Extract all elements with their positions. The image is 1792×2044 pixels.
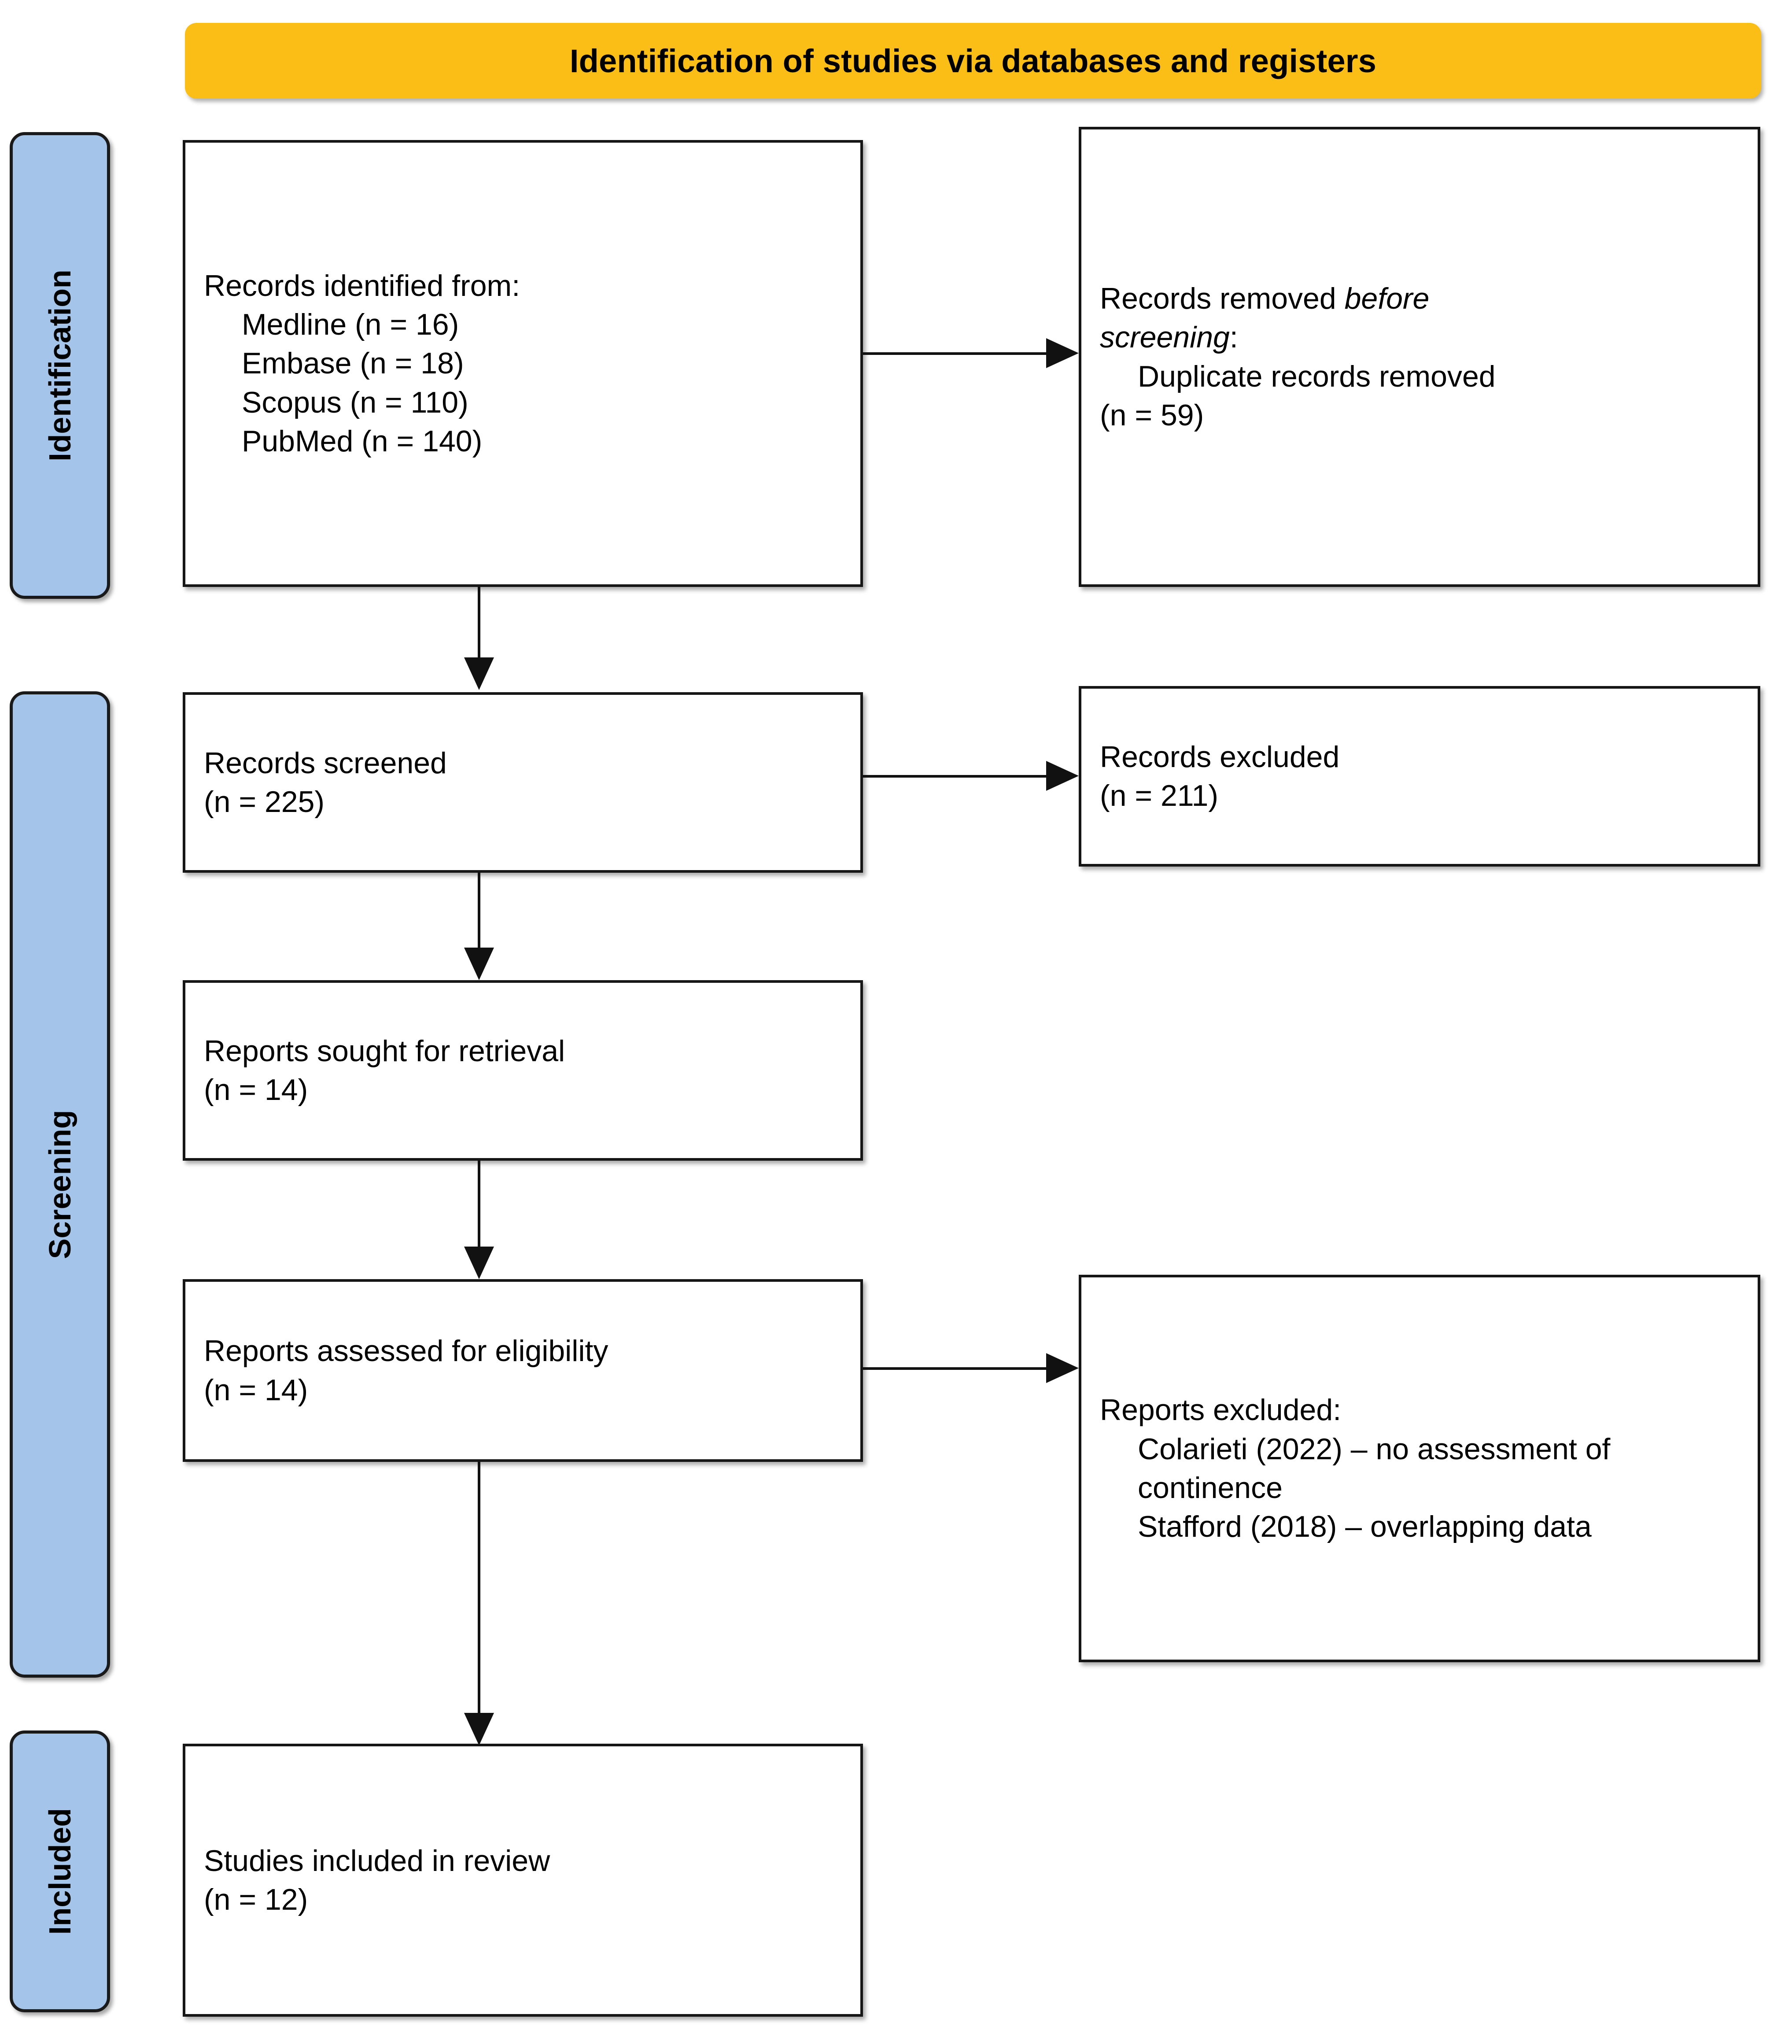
- node-records-identified: Records identified from: Medline (n = 16…: [183, 140, 863, 587]
- node-records-excluded: Records excluded (n = 211): [1079, 686, 1760, 867]
- arrow-right-icon-to-reports-excluded: [1046, 1353, 1079, 1383]
- arrow-down-icon-to-assessed: [464, 1247, 494, 1279]
- studies-included-count: (n = 12): [204, 1883, 308, 1916]
- reports-excluded-reason-colarieti: Colarieti (2022) – no assessment of cont…: [1138, 1432, 1611, 1505]
- records-removed-second-italic: screening: [1100, 321, 1230, 354]
- records-removed-lead: Records removed: [1100, 281, 1345, 315]
- stage-label-included-text: Included: [43, 1808, 77, 1935]
- node-reports-excluded: Reports excluded: Colarieti (2022) – no …: [1079, 1275, 1760, 1662]
- reports-sought-count: (n = 14): [204, 1073, 308, 1107]
- connector-sought-to-assessed: [478, 1161, 480, 1247]
- arrow-down-icon-to-sought: [464, 948, 494, 980]
- reports-excluded-title: Reports excluded:: [1100, 1393, 1342, 1427]
- records-removed-line-2: screening:: [1100, 318, 1739, 357]
- arrow-down-icon-to-screened: [464, 657, 494, 690]
- reports-sought-label: Reports sought for retrieval: [204, 1034, 565, 1068]
- records-identified-item-pubmed: PubMed (n = 140): [242, 424, 483, 458]
- studies-included-label: Studies included in review: [204, 1844, 550, 1878]
- records-removed-item-count: (n = 59): [1100, 398, 1204, 432]
- records-excluded-label: Records excluded: [1100, 740, 1340, 774]
- reports-assessed-count: (n = 14): [204, 1373, 308, 1407]
- reports-excluded-reason-stafford: Stafford (2018) – overlapping data: [1138, 1510, 1592, 1544]
- header-banner: Identification of studies via databases …: [185, 23, 1761, 99]
- node-studies-included-in-review: Studies included in review (n = 12): [183, 1744, 863, 2017]
- node-records-screened: Records screened (n = 225): [183, 692, 863, 873]
- stage-label-identification-text: Identification: [43, 269, 77, 461]
- records-removed-line-1: Records removed before: [1100, 279, 1739, 318]
- records-removed-second-tail: :: [1229, 321, 1238, 354]
- stage-label-screening: Screening: [10, 691, 110, 1678]
- reports-assessed-label: Reports assessed for eligibility: [204, 1334, 608, 1368]
- connector-assessed-to-reports-excluded: [863, 1367, 1048, 1370]
- records-removed-item-duplicates: Duplicate records removed: [1138, 359, 1496, 393]
- arrow-right-icon-to-records-excluded: [1046, 761, 1079, 791]
- connector-identified-to-screened: [478, 587, 480, 657]
- stage-label-screening-text: Screening: [43, 1110, 77, 1259]
- connector-assessed-to-included: [478, 1462, 480, 1713]
- stage-label-included: Included: [10, 1730, 110, 2012]
- arrow-down-icon-to-included: [464, 1713, 494, 1745]
- connector-screened-to-sought: [478, 873, 480, 948]
- records-identified-item-scopus: Scopus (n = 110): [242, 385, 468, 419]
- connector-screened-to-records-excluded: [863, 775, 1048, 778]
- connector-identified-to-removed: [863, 352, 1048, 355]
- records-screened-label: Records screened: [204, 746, 447, 780]
- stage-label-identification: Identification: [10, 132, 110, 599]
- records-identified-item-medline: Medline (n = 16): [242, 307, 459, 341]
- records-identified-item-embase: Embase (n = 18): [242, 347, 464, 380]
- node-reports-sought-for-retrieval: Reports sought for retrieval (n = 14): [183, 980, 863, 1161]
- arrow-right-icon-to-removed: [1046, 338, 1079, 368]
- records-identified-title: Records identified from:: [204, 269, 520, 303]
- records-removed-lead-italic: before: [1344, 281, 1430, 315]
- records-excluded-count: (n = 211): [1100, 779, 1219, 812]
- records-screened-count: (n = 225): [204, 785, 325, 819]
- page-title: Identification of studies via databases …: [569, 42, 1377, 79]
- node-records-removed-before-screening: Records removed before screening: Duplic…: [1079, 127, 1760, 587]
- node-reports-assessed-for-eligibility: Reports assessed for eligibility (n = 14…: [183, 1279, 863, 1462]
